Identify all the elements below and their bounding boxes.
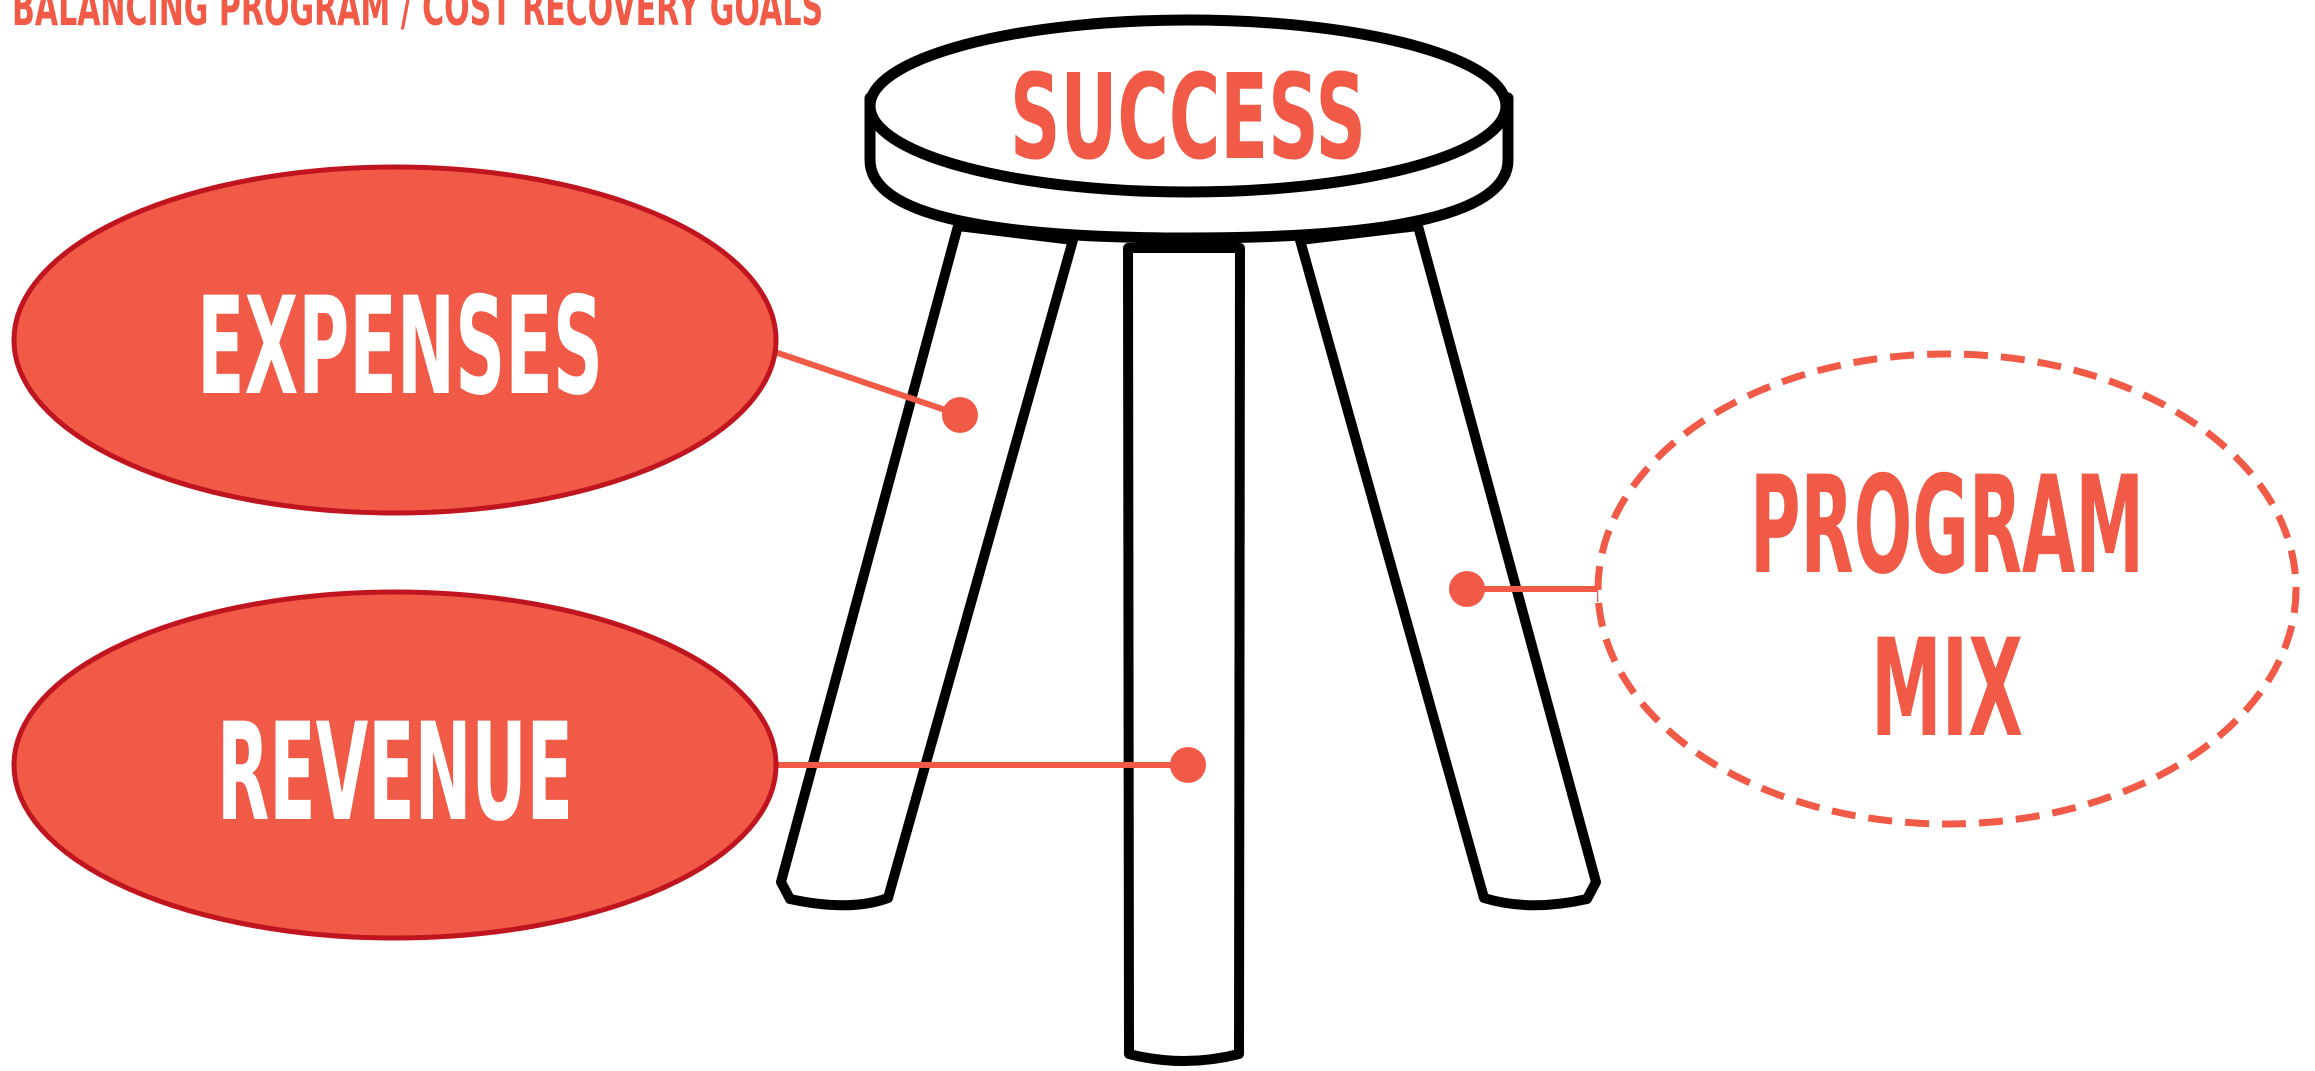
program-mix-bubble: PROGRAM MIX [1594, 350, 2300, 828]
stool-seat: SUCCESS [864, 14, 1514, 244]
expenses-connector-line [774, 349, 961, 418]
program-mix-label-line2: MIX [1871, 610, 2023, 767]
expenses-bubble: EXPENSES [11, 164, 779, 516]
stool-leg-left [776, 221, 1078, 911]
expenses-connector-dot [942, 397, 978, 433]
revenue-connector-dot [1170, 747, 1206, 783]
revenue-bubble-shape [11, 589, 779, 941]
revenue-bubble: REVENUE [11, 589, 779, 941]
stool-leg-center [1123, 243, 1245, 1066]
page-title: BALANCING PROGRAM / COST RECOVERY GOALS [12, 0, 824, 37]
stool-legs [776, 221, 1601, 1066]
program-mix-connector-dot [1449, 571, 1485, 607]
connectors [774, 349, 1603, 783]
stool-seat-top [864, 14, 1512, 198]
stool-leg-right [1295, 221, 1601, 911]
success-label: SUCCESS [1010, 48, 1366, 186]
program-mix-label-line1: PROGRAM [1750, 447, 2144, 604]
program-mix-bubble-shape [1594, 350, 2300, 828]
expenses-bubble-shape [11, 164, 779, 516]
expenses-label: EXPENSES [197, 268, 603, 425]
revenue-label: REVENUE [217, 694, 573, 851]
